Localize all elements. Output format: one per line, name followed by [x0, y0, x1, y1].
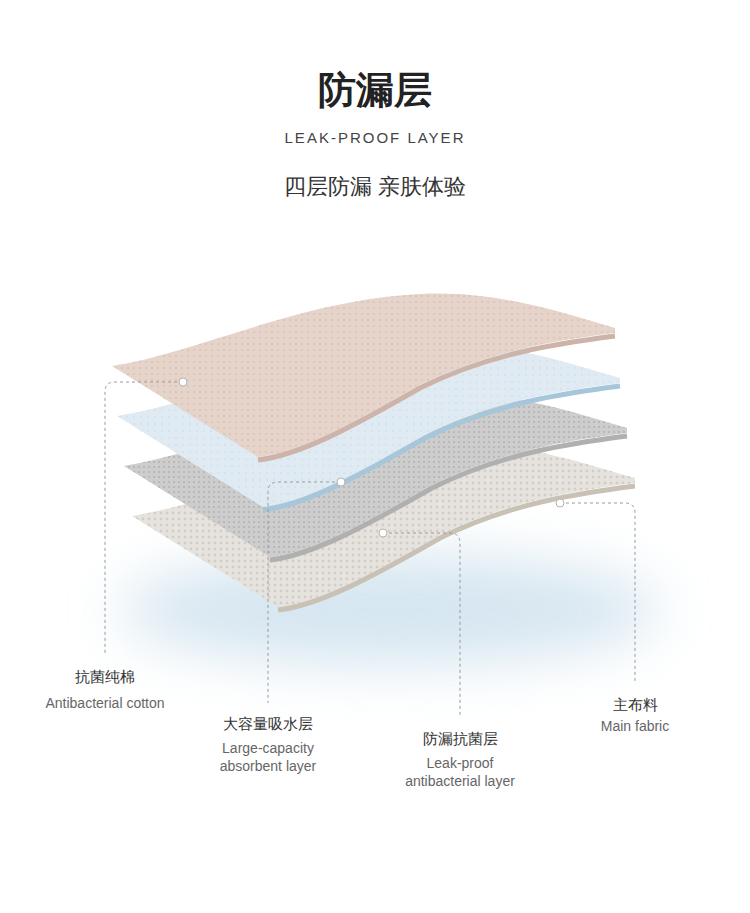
layer-name-en: Main fabric [560, 717, 710, 735]
leader-dots [179, 378, 564, 537]
layer-name-cn: 防漏抗菌层 [375, 729, 545, 749]
cotton-layer [112, 294, 615, 460]
subtitle-en: LEAK-PROOF LAYER [175, 128, 575, 148]
layer-name-cn: 抗菌纯棉 [10, 667, 200, 687]
shadow [120, 555, 660, 665]
layer-name-en: Leak-proof antibacterial layer [390, 754, 530, 790]
leader-lines [105, 382, 635, 718]
layer-name-en: Large-capacity absorbent layer [204, 739, 332, 775]
layer-name-cn: 主布料 [560, 695, 710, 715]
layer-name-cn: 大容量吸水层 [183, 714, 353, 734]
subtitle-cn: 四层防漏 亲肤体验 [175, 172, 575, 201]
page-title: 防漏层 [175, 66, 575, 115]
layer-name-en: Antibacterial cotton [10, 694, 200, 712]
